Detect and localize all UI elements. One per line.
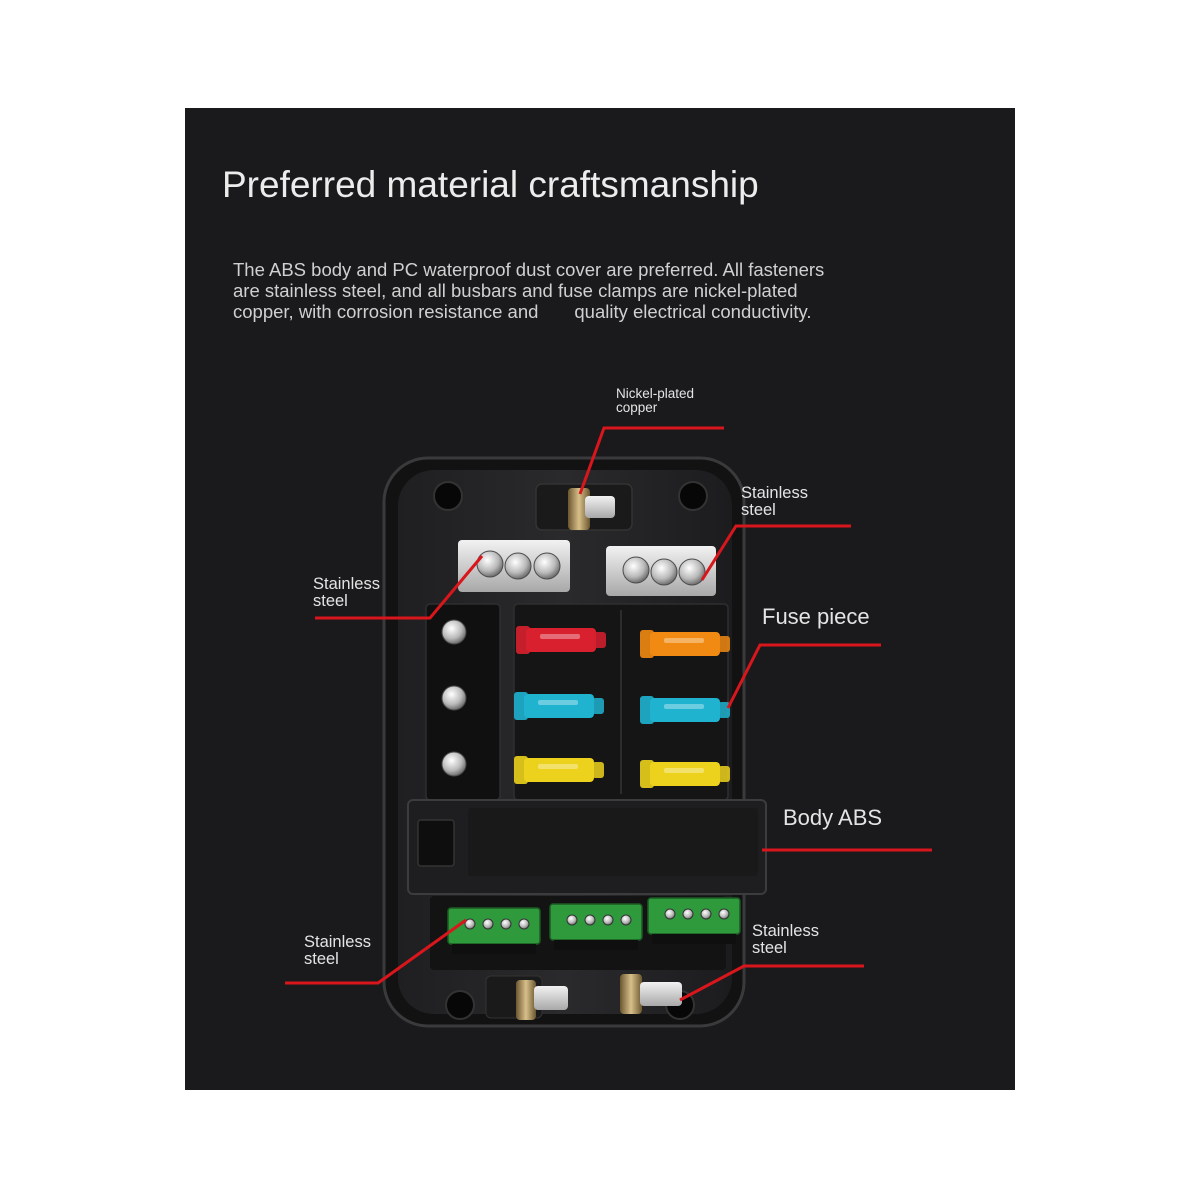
fuse-group: [514, 626, 730, 788]
description-line: are stainless steel, and all busbars and…: [233, 280, 798, 301]
callout-line: Fuse piece: [762, 604, 870, 629]
callout-line: Stainless: [752, 922, 819, 940]
callout-line: Stainless: [741, 484, 808, 502]
callout-stainless-steel-bottom-left: Stainless steel: [304, 934, 371, 968]
leader-line: [578, 426, 724, 495]
mounting-hole: [445, 990, 475, 1020]
description-line: The ABS body and PC waterproof dust cove…: [233, 259, 825, 280]
callout-line: Stainless: [304, 933, 371, 951]
leader-line: [285, 918, 467, 985]
cover-latch: [417, 819, 455, 867]
bottom-stud-bolt: [640, 982, 682, 1006]
fuse: [640, 630, 730, 658]
callout-line: steel: [313, 592, 348, 610]
leader-line: [700, 524, 851, 581]
leader-lines: [285, 426, 932, 1002]
bottom-stud-washer: [516, 980, 536, 1020]
terminal-block: [549, 903, 643, 950]
terminal-group: [447, 897, 741, 954]
busbar-screw: [504, 552, 532, 580]
callout-line: steel: [741, 501, 776, 519]
callout-body-abs: Body ABS: [783, 806, 882, 830]
callout-fuse-piece: Fuse piece: [762, 605, 870, 629]
negative-screw: [441, 751, 467, 777]
leader-line: [679, 964, 864, 1002]
negative-screw: [441, 685, 467, 711]
callout-line: steel: [752, 939, 787, 957]
bottom-stud-washer: [620, 974, 642, 1014]
callout-stainless-steel-bottom-right: Stainless steel: [752, 923, 819, 957]
callout-line: steel: [304, 950, 339, 968]
fuse: [640, 760, 730, 788]
callout-stainless-steel-top-right: Stainless steel: [741, 485, 808, 519]
bottom-stud-bolt: [534, 986, 568, 1010]
fuse: [640, 696, 730, 724]
leader-line: [315, 555, 484, 620]
busbar-screw: [678, 558, 706, 586]
callout-line: Body ABS: [783, 805, 883, 830]
leader-line: [726, 643, 881, 709]
battery-stud-washer: [568, 488, 590, 530]
busbar-screw: [533, 552, 561, 580]
description: The ABS body and PC waterproof dust cove…: [233, 259, 933, 322]
callout-stainless-steel-left: Stainless steel: [313, 576, 380, 610]
mounting-hole: [678, 481, 708, 511]
mounting-hole: [433, 481, 463, 511]
busbar-screw: [476, 550, 504, 578]
description-line: copper, with corrosion resistance and qu…: [233, 301, 812, 322]
terminal-block: [447, 907, 541, 954]
callout-nickel-plated-copper: Nickel-plated copper: [616, 387, 694, 415]
fuse: [514, 756, 604, 784]
page-title: Preferred material craftsmanship: [222, 164, 759, 205]
busbar-screw: [650, 558, 678, 586]
fuse: [516, 626, 606, 654]
negative-screw: [441, 619, 467, 645]
battery-stud-bolt: [585, 496, 615, 518]
fuse: [514, 692, 604, 720]
callout-line: Nickel-plated: [616, 386, 695, 401]
callout-line: copper: [616, 400, 658, 415]
busbar-screw: [622, 556, 650, 584]
terminal-block: [647, 897, 741, 944]
cover-ridge: [468, 808, 758, 876]
callout-line: Stainless: [313, 575, 380, 593]
